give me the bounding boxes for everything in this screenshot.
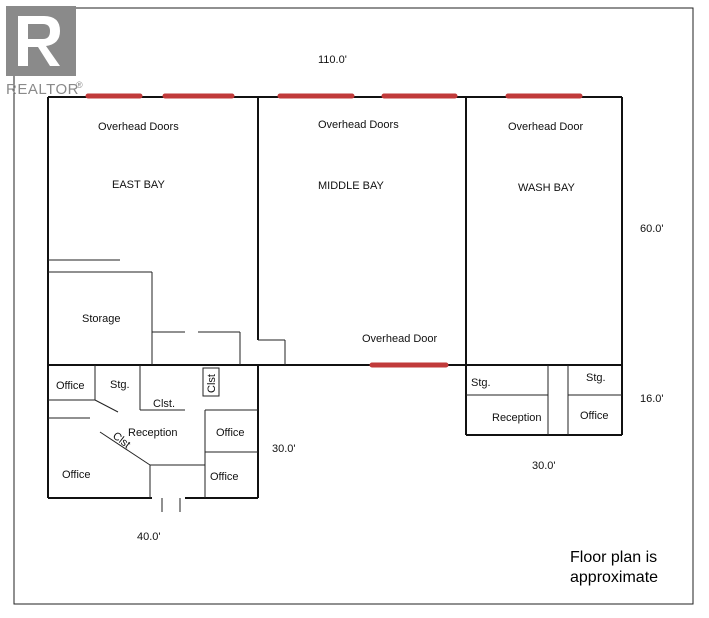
south-door-label: Overhead Door [362,333,438,345]
left-reception-label: Reception [128,427,178,439]
storage-room [48,259,241,365]
main-building-walls [47,96,623,366]
east-bay-name: EAST BAY [112,179,165,191]
dim-right-annex-width: 30.0' [532,460,556,472]
clst-box [202,367,220,397]
realtor-logo-letter [18,16,60,66]
east-bay-door-label: Overhead Doors [98,121,179,133]
right-stg-1-label: Stg. [471,377,491,389]
left-office-4-label: Office [210,471,239,483]
footnote-line-1: Floor plan is [570,549,657,566]
door-swing [94,399,119,413]
right-office-label: Office [580,410,609,422]
right-stg-2-label: Stg. [586,372,606,384]
realtor-logo: REALTOR ® [6,6,83,98]
footnote-line-2: approximate [570,569,658,586]
diag-closet-wall [99,431,151,466]
left-office-1-label: Office [56,380,85,392]
right-annex [465,365,623,436]
middle-bay-name: MIDDLE BAY [318,180,384,192]
right-reception-label: Reception [492,412,542,424]
left-annex [47,365,259,512]
dim-right-height: 60.0' [640,223,664,235]
realtor-reg-mark: ® [76,80,83,90]
middle-bay-door-label: Overhead Doors [318,119,399,131]
dim-left-annex-width: 40.0' [137,531,161,543]
left-clst-vertical-label: Clst [206,374,218,393]
dim-top-width: 110.0' [318,54,347,66]
page-frame [13,7,694,605]
dim-right-lower: 16.0' [640,393,664,405]
realtor-logo-text: REALTOR [6,81,79,98]
left-office-3-label: Office [216,427,245,439]
left-office-2-label: Office [62,469,91,481]
left-stg-label: Stg. [110,379,130,391]
wash-bay-name: WASH BAY [518,182,576,194]
storage-label: Storage [82,313,121,325]
overhead-door-markers [85,93,583,368]
dim-left-annex-depth: 30.0' [272,443,296,455]
left-clst-label: Clst. [153,398,175,410]
wash-bay-door-label: Overhead Door [508,121,584,133]
